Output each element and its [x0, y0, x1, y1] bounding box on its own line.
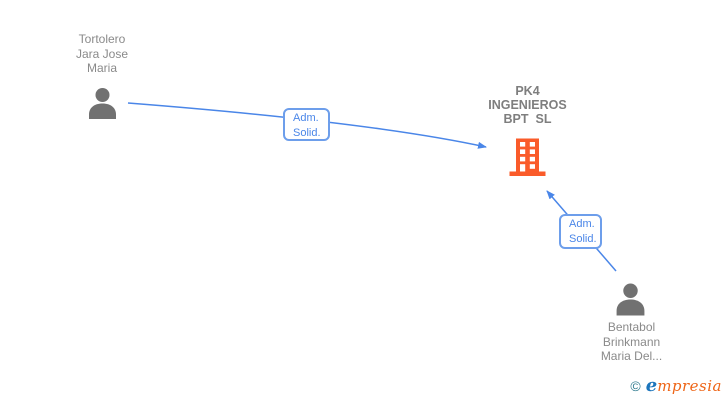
node-label-person1[interactable]: Tortolero Jara Jose Maria — [38, 32, 166, 76]
edge-person1-to-company — [127, 102, 487, 149]
edge-label-adm-solid-2[interactable]: Adm. Solid. — [559, 214, 602, 249]
person-icon[interactable] — [614, 281, 647, 322]
logo-brand-initial: e — [645, 375, 658, 396]
edge1-label-line2: Solid. — [293, 126, 321, 139]
empresia-logo[interactable]: © e mpresia — [630, 375, 722, 396]
person2-label-line3: Maria Del... — [600, 349, 663, 363]
logo-brand-text: mpresia — [657, 377, 722, 395]
person2-label-line1: Bentabol — [607, 320, 656, 334]
edge2-label-line2: Solid. — [569, 232, 597, 245]
person1-label-line3: Maria — [86, 61, 117, 75]
company-label-line2: INGENIEROS — [488, 98, 567, 112]
edge2-label-line1: Adm. — [569, 218, 595, 230]
person1-label-line2: Jara Jose — [75, 46, 129, 61]
company-label-line3: BPT SL — [503, 112, 552, 126]
company-label-line1: PK4 — [515, 84, 540, 98]
person-icon[interactable] — [86, 86, 119, 125]
person1-label-line1: Tortolero — [78, 32, 126, 46]
person2-label-line2: Brinkmann — [602, 334, 661, 349]
node-label-company[interactable]: PK4 INGENIEROS BPT SL — [455, 84, 600, 126]
copyright-icon: © — [630, 378, 641, 394]
node-label-person2[interactable]: Bentabol Brinkmann Maria Del... — [569, 320, 694, 364]
edge1-label-line1: Adm. — [293, 112, 319, 124]
edge-label-adm-solid-1[interactable]: Adm. Solid. — [283, 108, 330, 141]
building-icon[interactable] — [508, 137, 547, 182]
